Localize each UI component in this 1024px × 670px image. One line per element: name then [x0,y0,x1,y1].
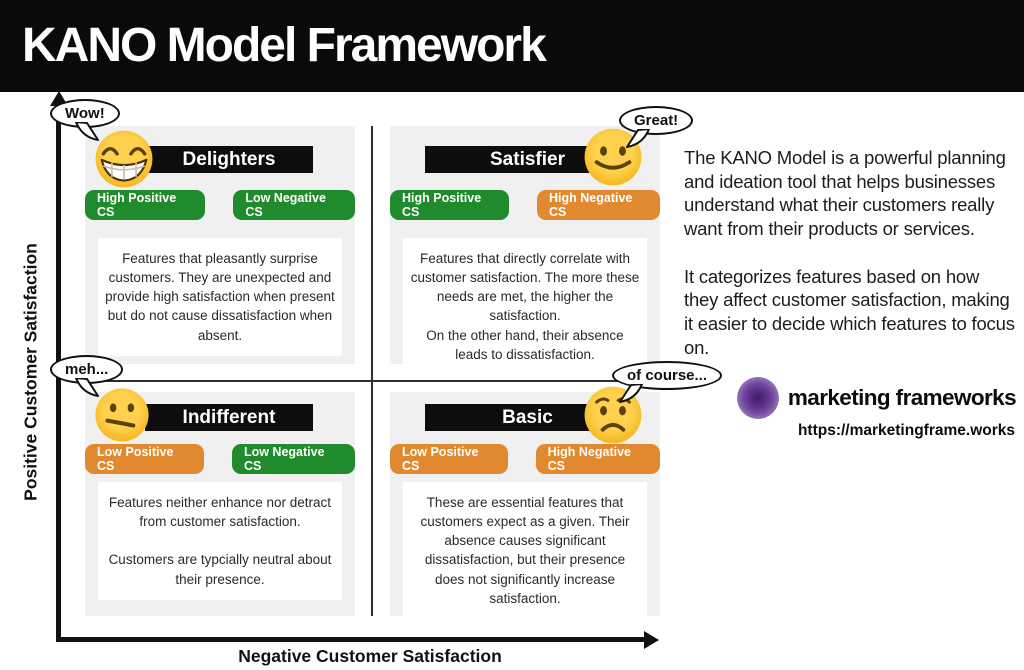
page-title: KANO Model Framework [22,19,547,72]
speech-bubble-text: of course... [627,367,708,384]
cs-badge: Low Negative CS [231,444,355,474]
cs-badge: Low Positive CS [85,444,204,474]
diagonal-mouth-face-emoji-icon [93,386,151,444]
speech-bubble-wow: Wow! [50,99,120,141]
brand-name: marketing frameworks [787,385,1017,411]
badge-row: Low Positive CS High Negative CS [390,444,660,474]
grid-vertical-divider [371,126,373,616]
badge-row: High Positive CS High Negative CS [390,190,660,220]
quadrant-title: Indifferent [182,406,276,428]
quadrant-title-banner: Delighters [145,146,313,173]
quadrant-description: Features that directly correlate with cu… [403,238,647,375]
speech-bubble-tail-icon [75,378,99,397]
quadrant-description: These are essential features that custom… [403,482,647,619]
quadrant-title: Satisfier [490,148,565,170]
speech-bubble-text: Wow! [65,105,105,122]
info-paragraph-1: The KANO Model is a powerful planning an… [684,147,1006,240]
brand-row: marketing frameworks [684,377,1017,420]
speech-bubble-text: meh... [65,361,109,378]
cs-badge: High Positive CS [390,190,510,220]
cs-badge: Low Negative CS [233,190,355,220]
quadrant-indifferent: Indifferent Low Positive CS Low Negative… [85,388,355,616]
grid-horizontal-divider [85,380,660,382]
quadrant-delighters: Delighters High P [85,126,355,364]
quadrant-basic: Basic Low Positive CS High Negative CS T… [390,386,660,619]
quadrant-title-banner: Indifferent [145,404,313,431]
speech-bubble-of-course: of course... [612,361,723,403]
cs-badge: High Negative CS [537,190,660,220]
speech-bubble-tail-icon [626,129,650,148]
quadrant-title: Basic [502,406,553,428]
info-paragraph-2: It categorizes features based on how the… [684,265,1015,358]
quadrant-description: Features that pleasantly surprise custom… [98,238,342,356]
quadrant-title: Delighters [182,148,276,170]
quadrant-satisfier: Satisfier High Positive CS High Negative… [390,126,660,375]
quadrant-description: Features neither enhance nor detract fro… [98,482,342,600]
cs-badge: High Positive CS [85,190,206,220]
badge-row: Low Positive CS Low Negative CS [85,444,355,474]
brand-logo-icon [736,377,779,420]
speech-bubble-text: Great! [634,112,679,129]
x-axis-line [56,637,646,642]
badge-row: High Positive CS Low Negative CS [85,190,355,220]
speech-bubble-tail-icon [75,122,99,141]
y-axis-label: Positive Customer Satisfaction [20,243,41,501]
slightly-smiling-face-emoji-icon [582,126,644,188]
x-axis-label: Negative Customer Satisfaction [238,646,502,666]
brand-url: https://marketingframe.works [797,422,1015,440]
speech-bubble-tail-icon [619,384,643,403]
beaming-face-emoji-icon [93,128,155,190]
speech-bubble-great: Great! [619,106,694,148]
x-axis-arrow-icon [644,630,659,649]
header-bar: KANO Model Framework [0,0,1024,92]
speech-bubble-meh: meh... [50,355,124,397]
quadrant-grid: Delighters High P [85,126,660,619]
cs-badge: Low Positive CS [390,444,508,474]
cs-badge: High Negative CS [535,444,660,474]
info-panel: The KANO Model is a powerful planning an… [684,146,1017,440]
